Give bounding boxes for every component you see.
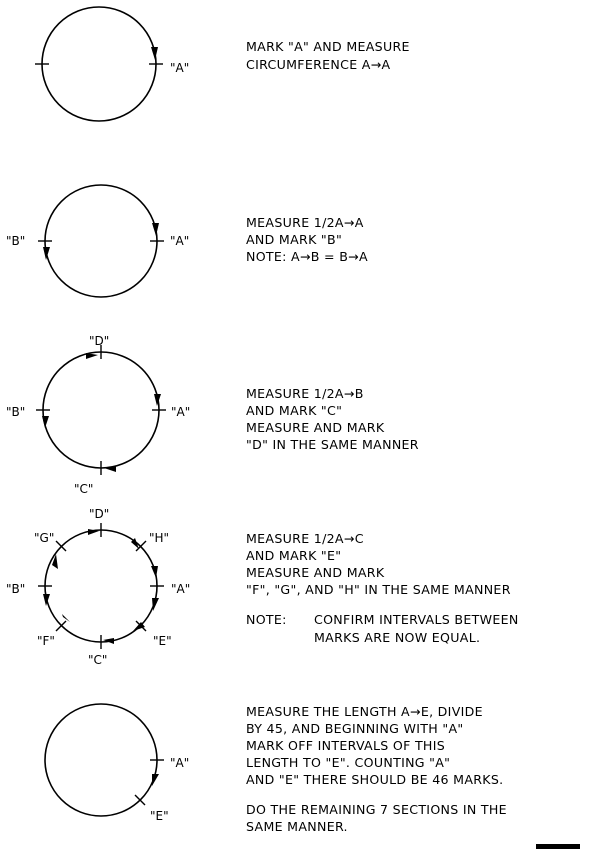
step-2-instruction-line-1: MEASURE 1/2A→A [246,215,364,230]
step-5: "A" "E" MEASURE THE LENGTH A→E, DIVIDE B… [44,703,507,834]
step-2-instruction-line-3: NOTE: A→B = B→A [246,249,368,264]
step-5-label-e: "E" [150,809,169,823]
step-4-arrow-5-icon [133,622,145,631]
step-3-arrow-bottom-icon [104,466,116,472]
step-2-arrow-left-icon [43,247,50,260]
step-1-label-a: "A" [170,61,189,75]
step-4-instruction-line-1: MEASURE 1/2A→C [246,531,364,546]
step-3-arrow-top-icon [86,353,98,359]
step-4-arrow-4-icon [152,598,159,611]
step-4-note-line-1: CONFIRM INTERVALS BETWEEN [314,612,519,627]
step-5-instruction-line-1: MEASURE THE LENGTH A→E, DIVIDE [246,704,483,719]
step-4-instruction-line-2: AND MARK "E" [246,548,341,563]
step-3-label-c: "C" [74,482,93,496]
step-4-arrow-1-icon [88,529,99,535]
step-4-instruction-line-4: "F", "G", AND "H" IN THE SAME MANNER [246,582,511,597]
step-5-instruction-line-5: AND "E" THERE SHOULD BE 46 MARKS. [246,772,503,787]
step-4-arrow-3-icon [151,566,158,578]
step-4: "D" "G" "H" "B" "A" "F" "E" "C" MEASURE … [6,507,519,667]
step-4-label-a: "A" [171,582,190,596]
step-3: "D" "B" "A" "C" MEASURE 1/2A→B AND MARK … [6,334,419,496]
step-4-arrow-6-icon [103,638,114,644]
step-4-label-d: "D" [89,507,109,521]
step-4-instruction-line-3: MEASURE AND MARK [246,565,385,580]
step-4-label-g: "G" [34,531,54,545]
step-4-label-f: "F" [37,634,55,648]
step-2: "B" "A" MEASURE 1/2A→A AND MARK "B" NOTE… [6,184,368,298]
step-5-instruction-line-4: LENGTH TO "E". COUNTING "A" [246,755,450,770]
step-3-label-b: "B" [6,405,25,419]
step-1-instruction-line-2: CIRCUMFERENCE A→A [246,57,391,72]
step-4-note-line-2: MARKS ARE NOW EQUAL. [314,630,480,645]
step-4-label-b: "B" [6,582,25,596]
step-1-arrow-icon [151,47,158,60]
step-1-instruction-line-1: MARK "A" AND MEASURE [246,39,410,54]
step-4-label-e: "E" [153,634,172,648]
step-5-instruction-line-3: MARK OFF INTERVALS OF THIS [246,738,445,753]
step-4-tick-f [55,620,67,632]
step-4-arrow-8-icon [43,594,50,606]
step-3-label-d: "D" [89,334,109,348]
step-5-closing-line-2: SAME MANNER. [246,819,348,834]
step-3-arrow-left-icon [42,416,49,428]
step-4-arrow-9-icon [52,554,58,569]
step-2-arrow-right-icon [152,223,159,236]
step-3-circle [42,351,160,469]
step-3-label-a: "A" [171,405,190,419]
step-1-circle [41,6,157,122]
step-2-label-a: "A" [170,234,189,248]
step-5-closing-line-1: DO THE REMAINING 7 SECTIONS IN THE [246,802,507,817]
step-4-arrow-7-icon [62,614,70,622]
step-5-circle [44,703,158,817]
step-4-note-label: NOTE: [246,612,287,627]
scale-bar [536,844,580,849]
step-2-label-b: "B" [6,234,25,248]
step-3-instruction-line-4: "D" IN THE SAME MANNER [246,437,419,452]
step-2-circle [44,184,158,298]
step-3-arrow-right-icon [154,394,161,406]
step-5-arrow-icon [152,774,159,786]
step-4-tick-g [55,540,67,552]
step-4-tick-h [135,540,147,552]
step-3-instruction-line-3: MEASURE AND MARK [246,420,385,435]
step-4-label-c: "C" [88,653,107,667]
step-4-label-h: "H" [149,531,169,545]
step-5-label-a: "A" [170,756,189,770]
step-5-instruction-line-2: BY 45, AND BEGINNING WITH "A" [246,721,463,736]
step-1: "A" MARK "A" AND MEASURE CIRCUMFERENCE A… [35,6,410,122]
step-3-instruction-line-1: MEASURE 1/2A→B [246,386,364,401]
step-2-instruction-line-2: AND MARK "B" [246,232,342,247]
step-3-instruction-line-2: AND MARK "C" [246,403,342,418]
step-4-arrow-2-icon [131,538,139,549]
step-5-tick-e [134,794,146,806]
